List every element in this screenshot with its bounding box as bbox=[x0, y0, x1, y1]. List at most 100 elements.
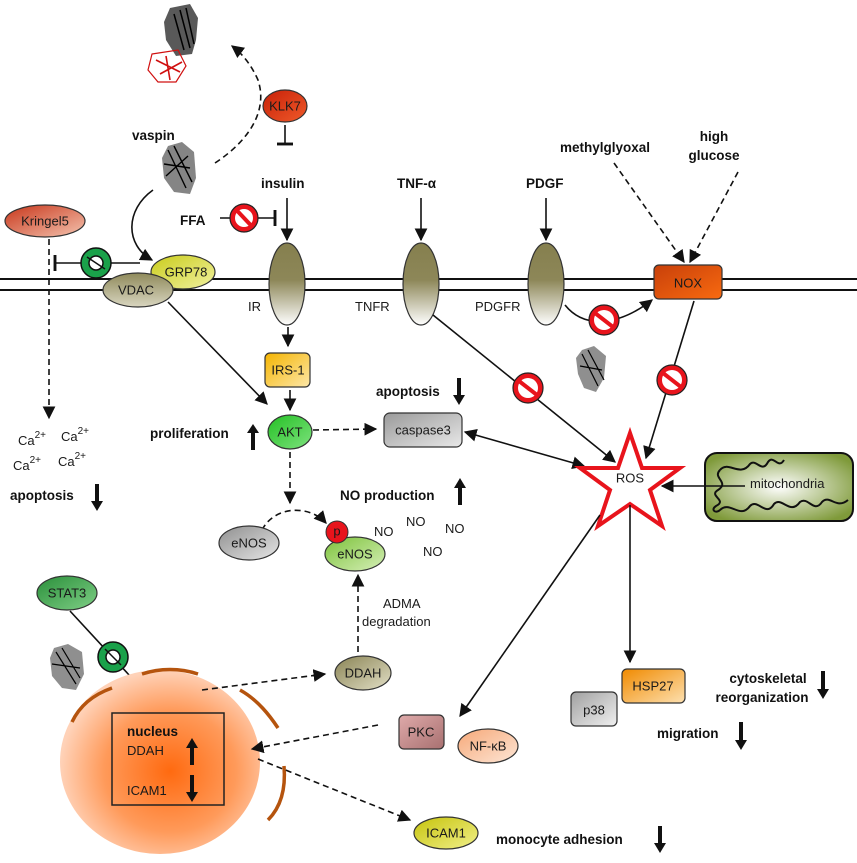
icam1-node[interactable] bbox=[413, 816, 479, 850]
methylglyoxal-label: methylglyoxal bbox=[560, 140, 650, 155]
effect-monocyte-adhesion-label: monocyte adhesion bbox=[496, 832, 623, 847]
no-molecule-2: NO bbox=[406, 514, 426, 529]
svg-text:Ca2+: Ca2+ bbox=[13, 455, 41, 473]
akt-to-caspase3-arrow bbox=[312, 422, 378, 436]
pdgf-label: PDGF bbox=[526, 176, 564, 191]
effect-no-production-label: NO production bbox=[340, 488, 435, 503]
down-arrow-icon-cytoskeletal bbox=[817, 671, 829, 699]
vaspin-label: vaspin bbox=[132, 128, 175, 143]
up-arrow-icon-nucleus-ddah bbox=[186, 738, 198, 765]
grp78-label: GRP78 bbox=[165, 265, 208, 280]
ros-label: ROS bbox=[616, 471, 645, 486]
high-glucose-label-line2: glucose bbox=[688, 148, 740, 163]
ddah-node[interactable] bbox=[334, 655, 392, 691]
vdac-label: VDAC bbox=[118, 283, 154, 298]
effect-apoptosis-caspase-label: apoptosis bbox=[376, 384, 440, 399]
phosphate-node bbox=[325, 520, 349, 544]
down-arrow-icon-apoptosis-caspase bbox=[453, 378, 465, 405]
down-arrow-icon-migration bbox=[735, 722, 747, 750]
klk7-label: KLK7 bbox=[269, 99, 301, 114]
irs1-label: IRS-1 bbox=[271, 363, 304, 378]
tnfr-label: TNFR bbox=[355, 299, 390, 314]
caspase3-node[interactable] bbox=[383, 412, 463, 448]
hsp27-node[interactable] bbox=[621, 668, 686, 704]
pkc-node[interactable] bbox=[398, 714, 445, 750]
up-arrow-icon-proliferation bbox=[247, 424, 259, 450]
no-molecule-3: NO bbox=[445, 521, 465, 536]
enos-active-label: eNOS bbox=[337, 547, 373, 562]
vdac-node[interactable] bbox=[102, 272, 174, 308]
nox-node[interactable] bbox=[653, 264, 723, 300]
effect-apoptosis-calcium-label: apoptosis bbox=[10, 488, 74, 503]
green-block-icon-stat3 bbox=[97, 641, 129, 673]
mitochondria-node[interactable]: mitochondria bbox=[704, 452, 854, 522]
ffa-label: FFA bbox=[180, 213, 206, 228]
vaspin-structure-icon-small bbox=[576, 346, 606, 392]
effect-cytoskeletal-label-line1: cytoskeletal bbox=[729, 671, 806, 686]
nucleus-ddah-label: DDAH bbox=[127, 743, 164, 758]
vaspin-to-complex-arrow bbox=[214, 45, 262, 164]
nfkb-node[interactable] bbox=[457, 728, 519, 764]
pkc-to-nucleus-arrow bbox=[250, 724, 379, 754]
effect-cytoskeletal-label-line2: reorganization bbox=[715, 690, 808, 705]
vdac-to-akt-arrow bbox=[167, 301, 268, 405]
nfkb-label: NF-κB bbox=[470, 739, 507, 754]
high-glucose-label-line1: high bbox=[700, 129, 729, 144]
caspase3-label: caspase3 bbox=[395, 423, 451, 438]
ir-label: IR bbox=[248, 299, 261, 314]
nucleus-to-ddah-arrow bbox=[201, 669, 327, 691]
insulin-label: insulin bbox=[261, 176, 305, 191]
svg-text:Ca2+: Ca2+ bbox=[58, 451, 86, 469]
enos-active-node[interactable] bbox=[324, 536, 386, 572]
ros-node[interactable]: ROS bbox=[573, 426, 687, 532]
down-arrow-icon-monocyte-adhesion bbox=[654, 826, 666, 853]
ros-to-pkc-arrow bbox=[459, 514, 601, 718]
ros-caspase3-arrow bbox=[463, 429, 586, 469]
pdgfr-receptor[interactable] bbox=[527, 242, 565, 326]
nucleus-title: nucleus bbox=[127, 724, 178, 739]
vaspin-klk7-complex-structure-icon bbox=[147, 4, 198, 83]
icam1-label: ICAM1 bbox=[426, 826, 466, 841]
svg-text:Ca2+: Ca2+ bbox=[18, 430, 46, 448]
hsp27-label: HSP27 bbox=[632, 679, 673, 694]
p38-node[interactable] bbox=[570, 691, 618, 727]
enos-inactive-node[interactable] bbox=[218, 525, 280, 561]
methylglyoxal-to-nox-arrow bbox=[613, 162, 685, 264]
akt-label: AKT bbox=[277, 425, 302, 440]
effect-proliferation-label: proliferation bbox=[150, 426, 229, 441]
nucleus-icam1-label: ICAM1 bbox=[127, 783, 167, 798]
down-arrow-icon-apoptosis-calcium bbox=[91, 484, 103, 511]
vaspin-structure-icon bbox=[162, 142, 196, 194]
nucleus bbox=[60, 667, 287, 854]
stat3-label: STAT3 bbox=[48, 586, 87, 601]
enos-inactive-label: eNOS bbox=[231, 536, 267, 551]
down-arrow-icon-nucleus-icam1 bbox=[186, 775, 198, 802]
green-block-icon-grp78 bbox=[80, 247, 112, 279]
vaspin-to-grp78-arrow bbox=[131, 189, 154, 261]
akt-node[interactable] bbox=[267, 414, 313, 450]
ddah-label: DDAH bbox=[345, 666, 382, 681]
klk7-node[interactable] bbox=[262, 89, 308, 123]
irs1-node[interactable] bbox=[264, 352, 311, 388]
block-sign-icon-ffa bbox=[229, 203, 259, 233]
no-molecule-4: NO bbox=[423, 544, 443, 559]
pkc-label: PKC bbox=[408, 725, 435, 740]
kringel5-node[interactable] bbox=[4, 204, 86, 238]
pdgfr-label: PDGFR bbox=[475, 299, 521, 314]
effect-migration-label: migration bbox=[657, 726, 719, 741]
enos-activation-arrow bbox=[261, 509, 327, 531]
calcium-ions: Ca2+ Ca2+ Ca2+ Ca2+ bbox=[13, 426, 89, 473]
ir-receptor[interactable] bbox=[268, 242, 306, 326]
adma-label-line1: ADMA bbox=[383, 596, 421, 611]
tnf-alpha-label: TNF-α bbox=[397, 176, 437, 191]
stat3-node[interactable] bbox=[36, 575, 98, 611]
block-sign-icon-nox-ros bbox=[656, 364, 688, 396]
high-glucose-to-nox-arrow bbox=[689, 171, 739, 264]
up-arrow-icon-no-production bbox=[454, 478, 466, 505]
tnfr-receptor[interactable] bbox=[402, 242, 440, 326]
block-sign-icon-pdgfr-nox bbox=[588, 304, 620, 336]
vaspin-structure-icon-nucleus bbox=[50, 644, 84, 690]
nucleus-to-icam1-arrow bbox=[257, 758, 412, 822]
nox-label: NOX bbox=[674, 276, 703, 291]
